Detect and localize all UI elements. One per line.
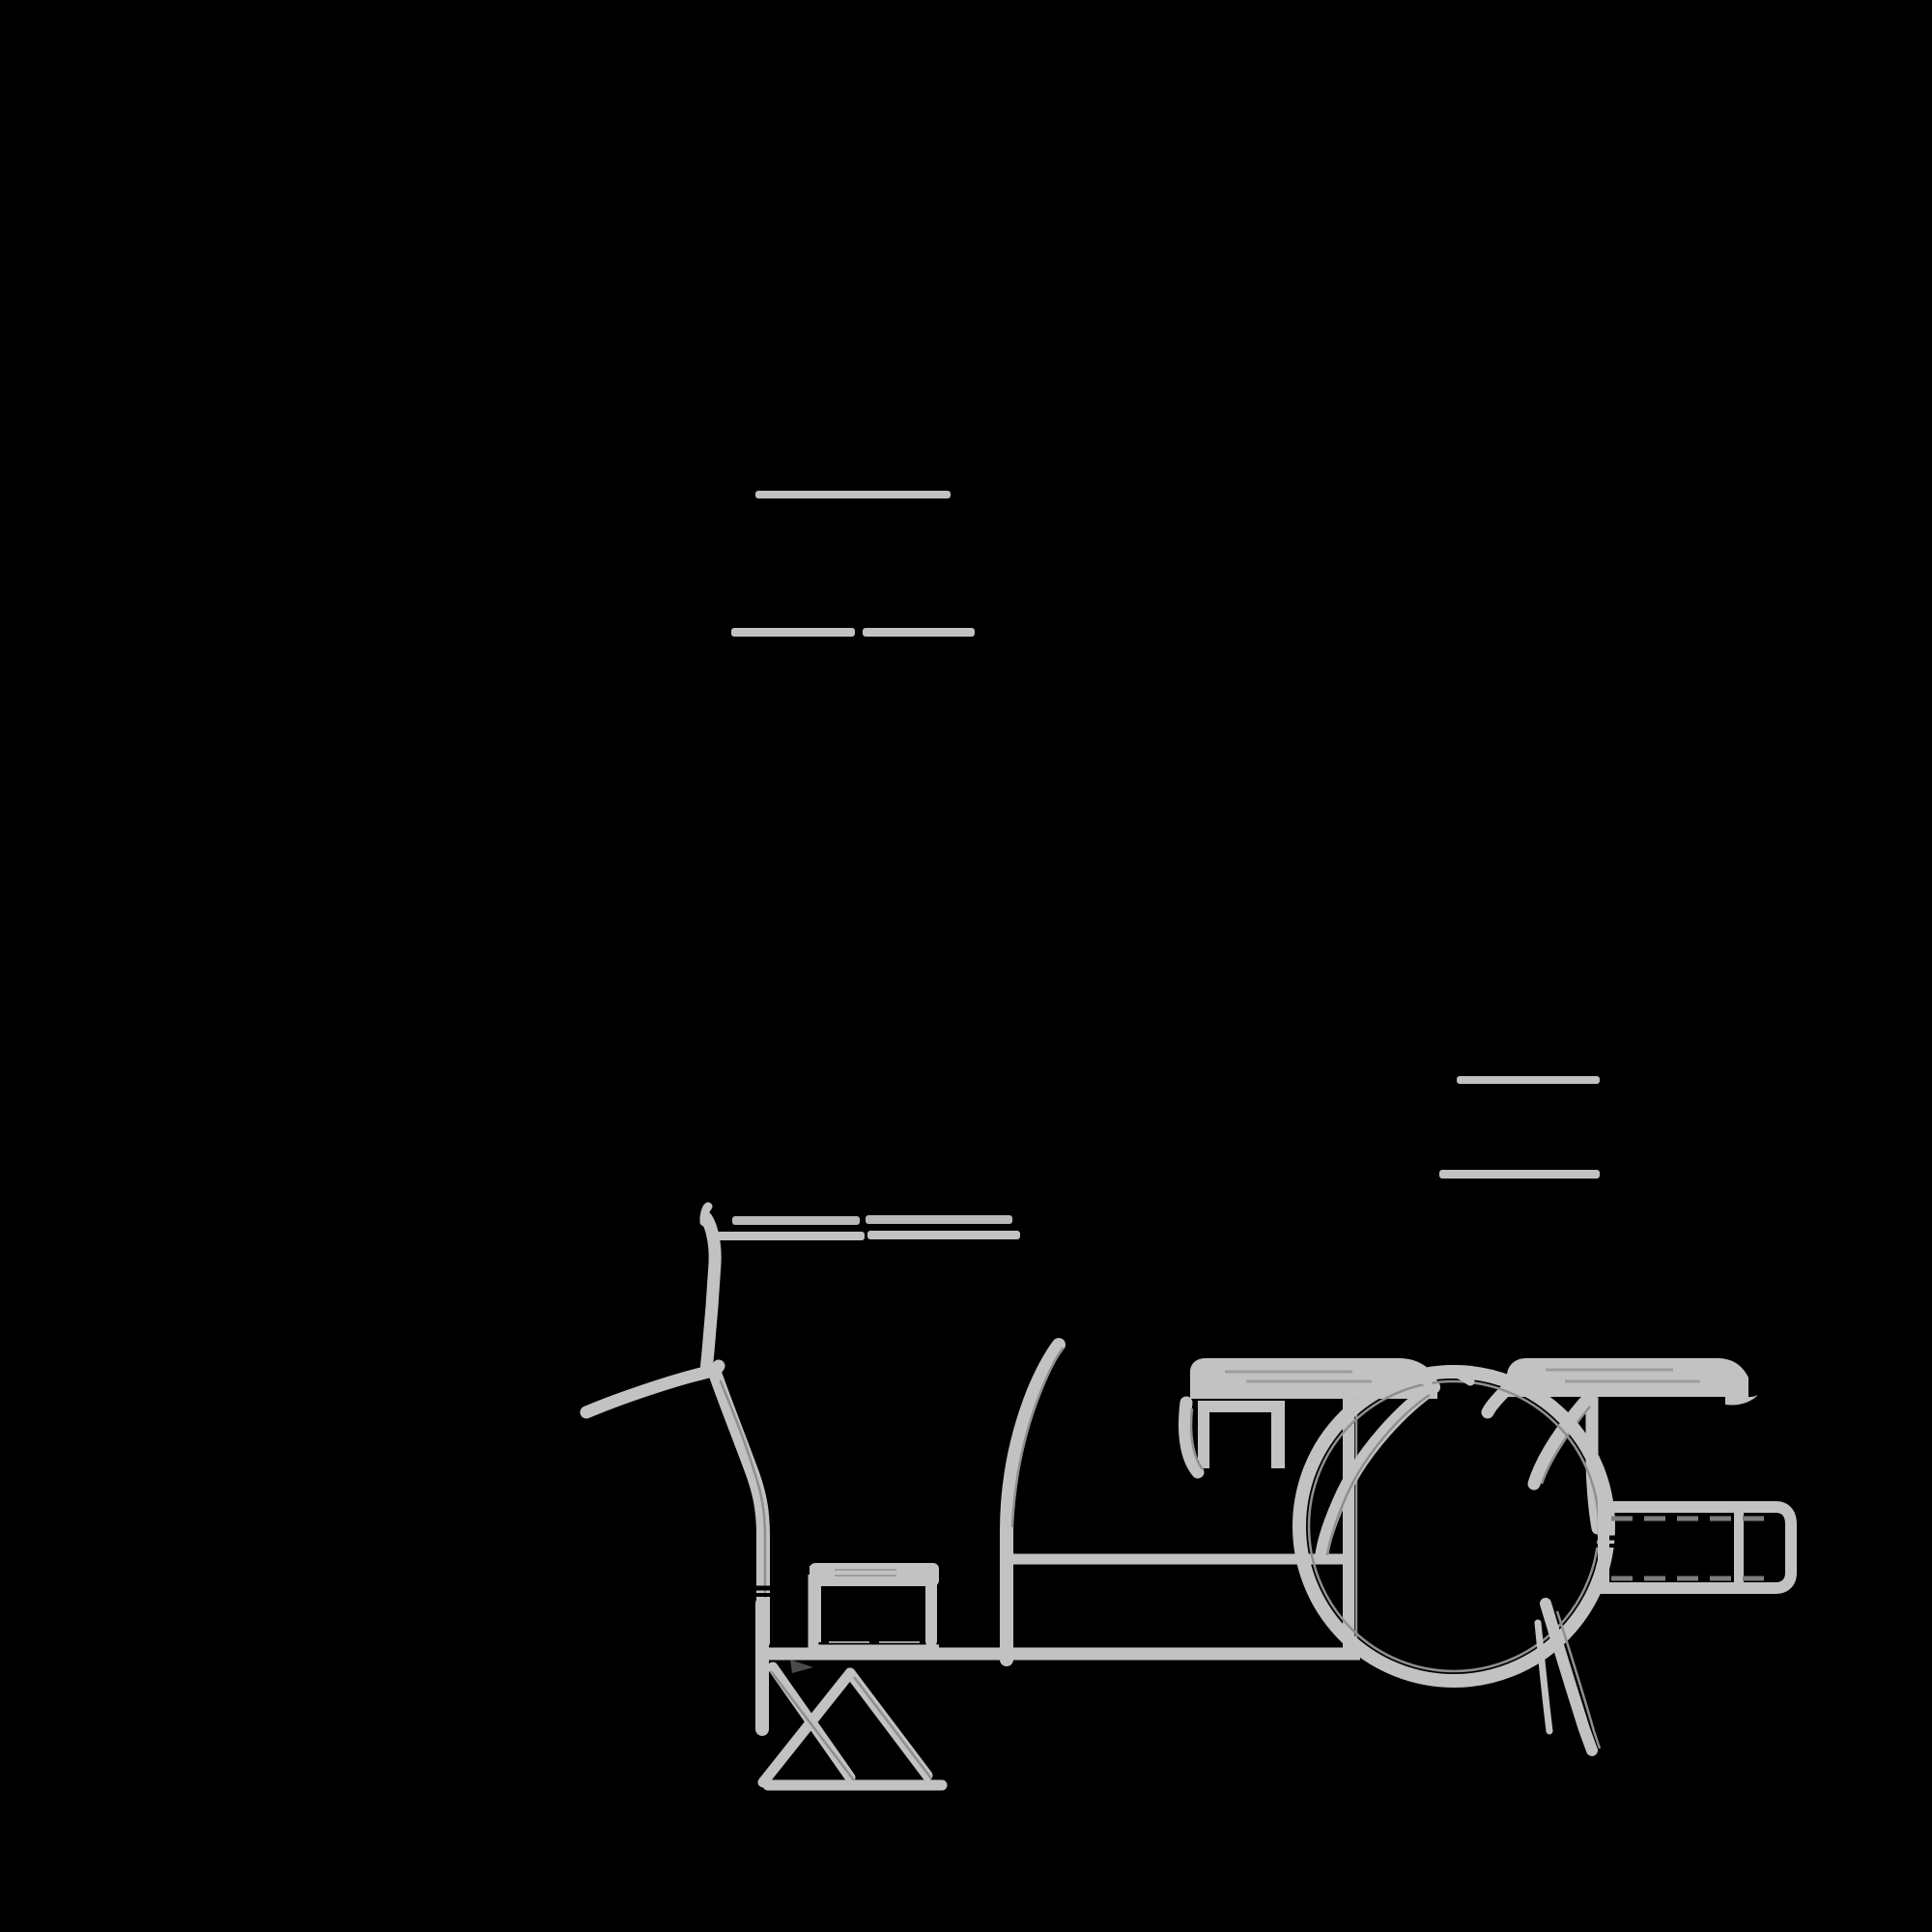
rear-rack-right-leg-path [1481, 1384, 1512, 1419]
rear-seat-stay-inner-path [1555, 1610, 1602, 1749]
rear-rack-left-curve-inner-path [1325, 1393, 1431, 1556]
tick-stroke-2 [731, 628, 855, 637]
handlebar-stem-tip-path [699, 1202, 713, 1227]
handlebar-left-arm-path [580, 1359, 725, 1419]
seat-tube-path [1000, 1338, 1065, 1666]
kickstand-right-leg-path [757, 1667, 856, 1788]
rear-rack-right-tail-path [1725, 1391, 1758, 1406]
rear-rack-right-diagonal-path [1527, 1396, 1591, 1491]
tick-stroke-1 [755, 491, 951, 498]
tick-stroke-8 [710, 1232, 865, 1240]
wheel-top-joint-left-path [1407, 1365, 1433, 1388]
front-fork-path [709, 1369, 770, 1649]
tick-stroke-5 [1439, 1170, 1600, 1179]
rear-rack-left-leg-inner-path [1189, 1407, 1205, 1470]
rear-rack-right-outline-path [1507, 1358, 1748, 1397]
rear-rack-left-curve-path [1315, 1380, 1440, 1564]
rear-seat-stay-path [1540, 1598, 1598, 1756]
handlebar-stem-path [699, 1211, 722, 1378]
tick-stroke-6 [732, 1216, 860, 1225]
kickstand-thin-brace-a-path [770, 1670, 855, 1781]
seat-tube-inner-path [1010, 1347, 1065, 1528]
tick-stroke-4 [1457, 1076, 1600, 1084]
rear-pannier-outline-path [1598, 1501, 1797, 1594]
kickstand-pivot-notch-path [790, 1660, 813, 1673]
tick-stroke-9 [867, 1231, 1020, 1239]
rear-stay-tail-path [1534, 1619, 1553, 1735]
kickstand-thin-brace-b-path [853, 1676, 932, 1779]
wheel-top-joint-right-path [1440, 1365, 1475, 1386]
rear-rack-left-window-path [1198, 1401, 1285, 1468]
front-fork-inner-path [719, 1379, 767, 1638]
tick-stroke-7 [866, 1215, 1012, 1224]
tick-stroke-3 [863, 628, 975, 637]
rear-rack-right-diagonal-inner-path [1540, 1406, 1591, 1485]
rear-rack-left-leg-path [1179, 1396, 1205, 1479]
